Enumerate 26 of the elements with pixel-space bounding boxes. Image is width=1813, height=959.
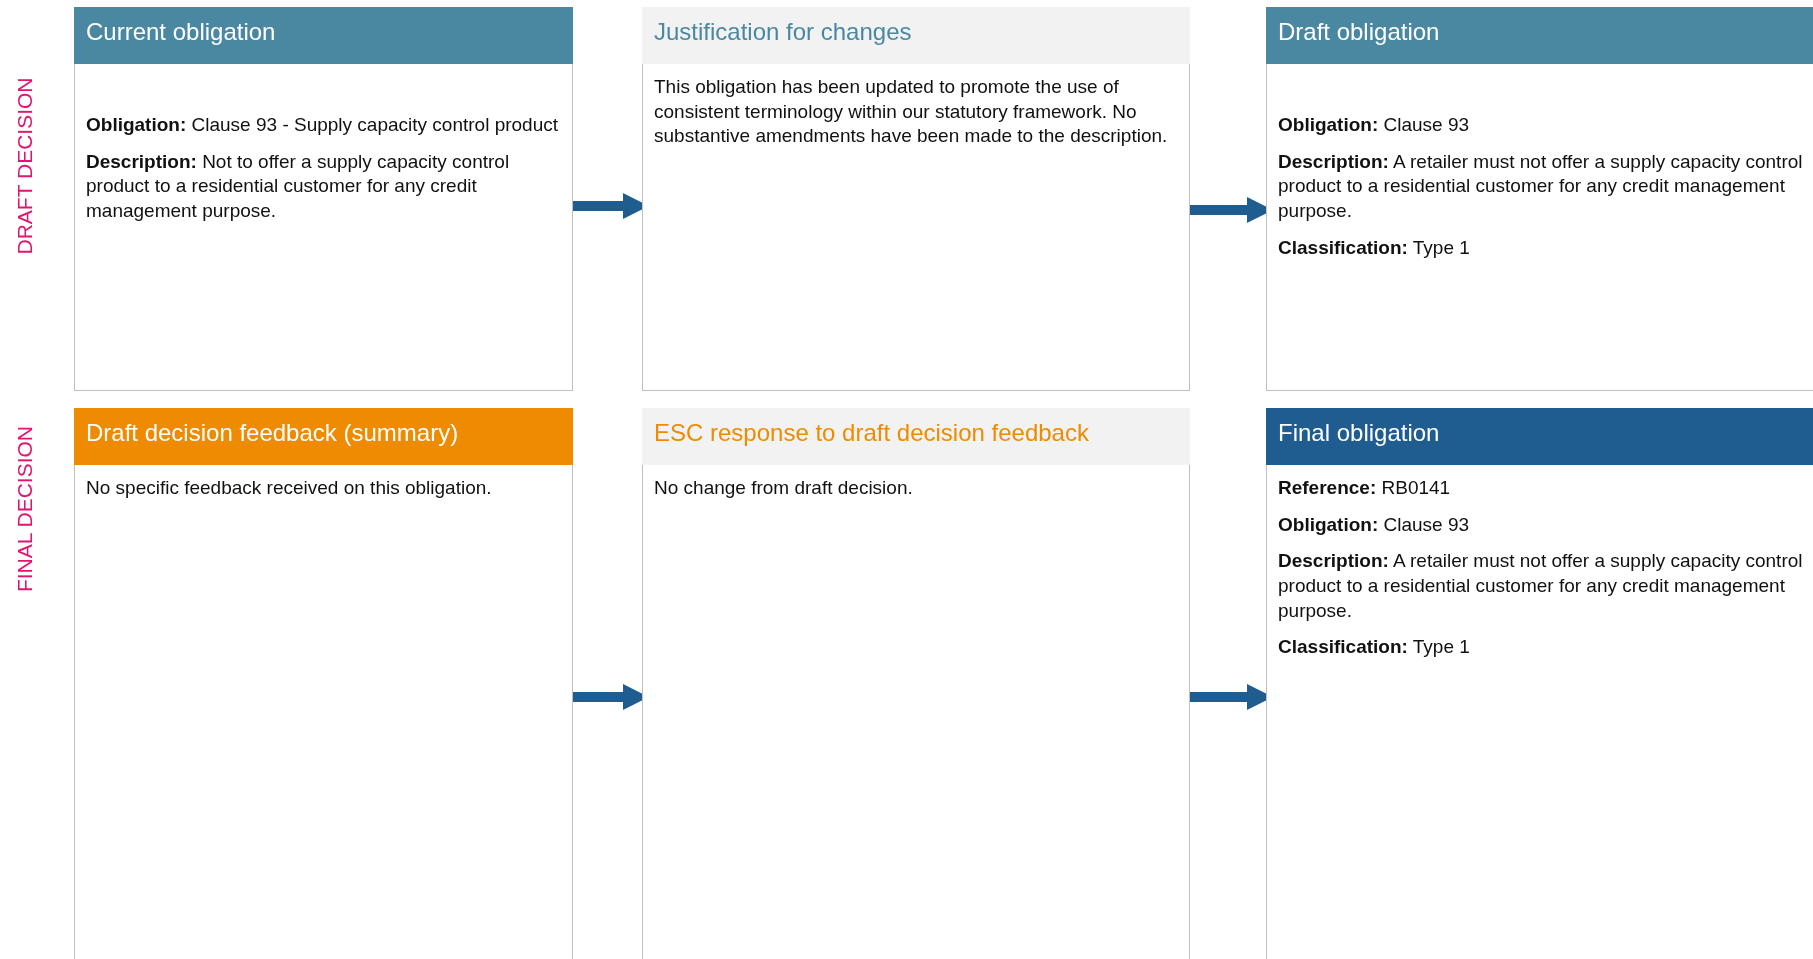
panel-text: No change from draft decision.: [654, 476, 914, 500]
panel-text: Classification: Type 1: [1278, 635, 1471, 660]
panel-text: Obligation: Clause 93: [1278, 113, 1471, 137]
row-label: DRAFT DECISION: [13, 77, 37, 255]
panel-text: Description: Not to offer a supply capacity control product to a residential customer for any credit management purpose.: [86, 149, 511, 224]
panel: [1266, 7, 1813, 391]
panel-text: Description: A retailer must not offer a supply capacity control product to a residential customer for any credit management purpose.: [1278, 149, 1804, 224]
panel-text: Description: A retailer must not offer a supply capacity control product to a residential customer for any credit management purpose.: [1278, 549, 1804, 623]
panel-text: This obligation has been updated to promote the use of consistent terminology within our statutory framework. No substantive amendments have been made to the description.: [654, 75, 1169, 149]
panel-header: Draft obligation: [1266, 7, 1813, 64]
panel: [642, 408, 1190, 959]
panel-text: Classification: Type 1: [1278, 235, 1471, 260]
panel-header: ESC response to draft decision feedback: [642, 408, 1190, 465]
row-label: FINAL DECISION: [13, 425, 38, 593]
panel-text: Obligation: Clause 93: [1278, 512, 1471, 537]
panel: [74, 408, 573, 959]
panel: [1266, 408, 1813, 959]
panel-header: Current obligation: [74, 7, 573, 64]
panel-text: Reference: RB0141: [1278, 476, 1452, 500]
panel-text: No specific feedback received on this obligation.: [86, 476, 493, 500]
panel-text: Obligation: Clause 93 - Supply capacity control product: [86, 113, 560, 137]
panel-header: Final obligation: [1266, 408, 1813, 465]
panel-header: Draft decision feedback (summary): [74, 408, 573, 465]
panel-header: Justification for changes: [642, 7, 1190, 64]
panel: [642, 7, 1190, 391]
panel: [74, 7, 573, 391]
